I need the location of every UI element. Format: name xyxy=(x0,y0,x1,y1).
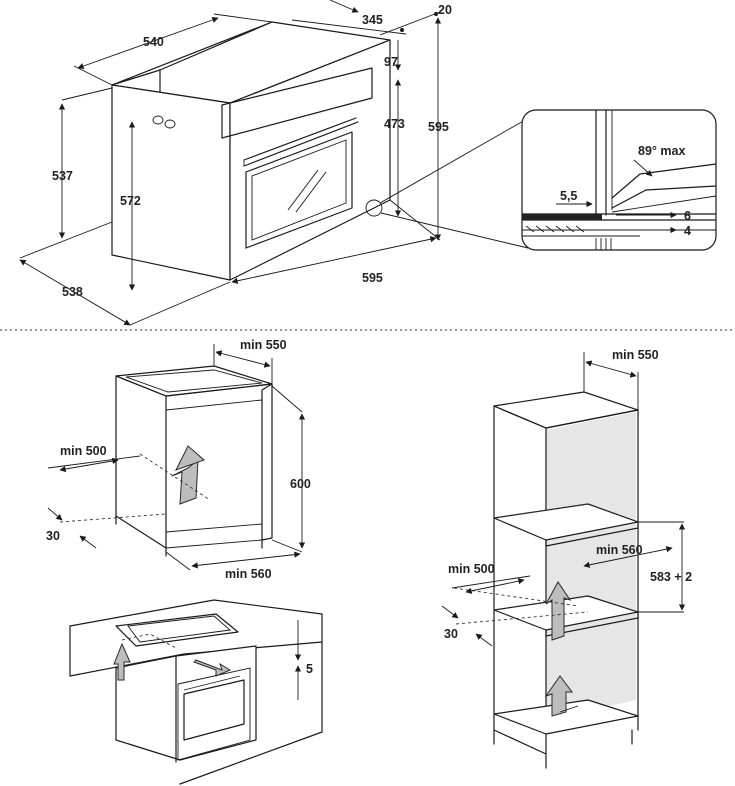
detail-gap-label: 5,5 xyxy=(560,189,577,203)
detail-angle-label: 89° max xyxy=(638,144,685,158)
dim-height-left: 537 xyxy=(52,169,73,183)
tall-min-vent-label: min 500 xyxy=(448,562,495,576)
tall-niche-height-label: 583 + 2 xyxy=(650,570,692,584)
countertop-install-drawing: 5 xyxy=(69,599,323,785)
dim-depth-bottom: 538 xyxy=(62,285,83,299)
uc-min-depth-label: min 550 xyxy=(240,338,287,352)
dim-depth-top: 345 xyxy=(362,13,383,27)
countertop-clearance-label: 5 xyxy=(306,662,313,676)
oven-dimension-labels: 540 345 20 97 473 595 537 572 538 595 xyxy=(52,3,452,299)
dim-height-total: 595 xyxy=(428,120,449,134)
dim-width-top: 540 xyxy=(143,35,164,49)
dim-top-offset: 20 xyxy=(438,3,452,17)
dim-height-body: 572 xyxy=(120,194,141,208)
detail-dim-b: 4 xyxy=(684,224,691,238)
dim-door-gap: 97 xyxy=(384,55,398,69)
under-counter-dimensions: min 550 min 500 600 min 560 30 xyxy=(46,338,311,581)
tall-unit-dimensions: min 550 min 560 583 + 2 min 500 30 xyxy=(441,348,692,647)
uc-height-label: 600 xyxy=(290,477,311,491)
uc-min-vent-label: min 500 xyxy=(60,444,107,458)
uc-min-width-label: min 560 xyxy=(225,567,272,581)
uc-rear-gap-label: 30 xyxy=(46,529,60,543)
oven-isometric-drawing xyxy=(111,21,529,281)
under-counter-cabinet-drawing xyxy=(115,365,273,557)
tall-rear-gap-label: 30 xyxy=(444,627,458,641)
tall-min-depth-label: min 550 xyxy=(612,348,659,362)
tall-min-width-label: min 560 xyxy=(596,543,643,557)
hinge-detail-inset: 89° max 5,5 6 4 xyxy=(521,109,717,251)
dim-height-front-right: 473 xyxy=(384,117,405,131)
tall-unit-drawing xyxy=(493,391,639,769)
oven-dimension-lines xyxy=(19,0,442,326)
dim-width-front: 595 xyxy=(362,271,383,285)
detail-dim-a: 6 xyxy=(684,209,691,223)
